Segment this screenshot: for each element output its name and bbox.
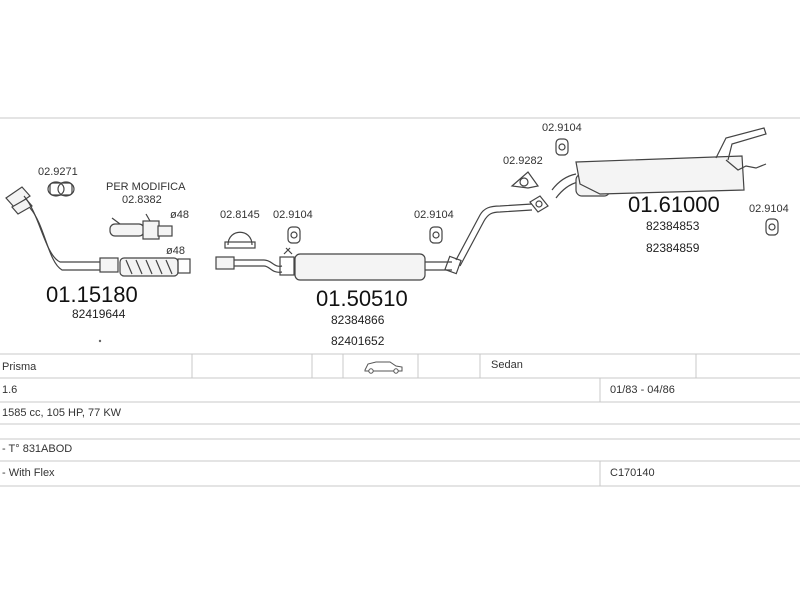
gasket-part [510,171,540,189]
table-engine: 1.6 [2,384,17,396]
clamp-part [47,181,75,197]
mount-a-label: 02.9104 [273,209,313,221]
sedan-car-icon [364,361,403,374]
rear-silencer-drawing [551,127,767,199]
table-body: Sedan [491,359,523,371]
clamp-b-part [224,231,256,249]
table-specs: 1585 cc, 105 HP, 77 KW [2,407,122,419]
front-pipe-oem: 82419644 [72,307,126,321]
mount-d-part [765,218,779,236]
mount-b-part [429,226,443,244]
rear-code: 01.61000 [628,192,720,217]
mount-c-part [555,138,569,156]
front-pipe-drawing [5,186,191,277]
clamp-a-label: 02.9271 [38,166,78,178]
diameter-bottom-label: ø48 [166,245,185,257]
rear-oem-1: 82384853 [646,219,700,233]
mount-a-part [287,226,301,244]
table-years: 01/83 - 04/86 [610,384,675,396]
dot-mark [98,339,102,343]
middle-silencer-drawing [215,203,533,281]
rear-oem-2: 82384859 [646,241,700,255]
diameter-top-label: ø48 [170,209,189,221]
modification-pipe-drawing [109,213,173,240]
table-model: Prisma [2,361,37,373]
table-note2: - With Flex [2,467,55,479]
note-part-label: 02.8382 [122,194,162,206]
rear-flange [529,195,549,213]
gasket-label: 02.9282 [503,155,543,167]
note-line1: PER MODIFICA [106,181,186,193]
front-pipe-code: 01.15180 [46,282,138,307]
table-note1: - T° 831ABOD [2,443,72,455]
middle-code: 01.50510 [316,286,408,311]
middle-oem-2: 82401652 [331,334,385,348]
clamp-b-label: 02.8145 [220,209,260,221]
mount-d-label: 02.9104 [749,203,789,215]
table-code: C170140 [610,467,655,479]
mount-c-label: 02.9104 [542,122,582,134]
middle-oem-1: 82384866 [331,313,385,327]
vehicle-table [0,353,800,487]
mount-b-label: 02.9104 [414,209,454,221]
